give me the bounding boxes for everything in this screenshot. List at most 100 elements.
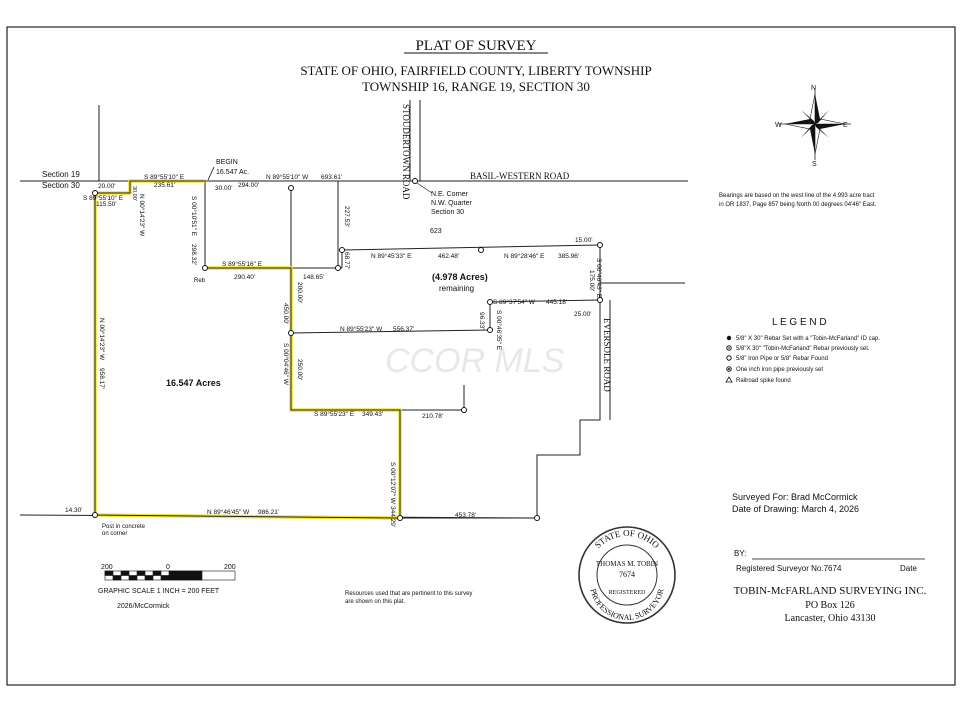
compass-s: S: [812, 161, 817, 168]
bearing-b17: 68.77': [343, 252, 350, 270]
legend-item-5: Railroad spike found: [736, 378, 791, 384]
bearing-note-2: in OR 1837, Page 857 being North 00 degr…: [719, 202, 877, 208]
bearing-b6: N 00°14'23" W: [138, 194, 146, 237]
bearing-b9: N 89°55'10" W: [266, 173, 309, 181]
legend-item-3: 5/8" Iron Pipe or 5/8" Rebar Found: [736, 356, 828, 362]
ne-corner-label-1: N.E. Corner: [431, 191, 469, 198]
bearing-b46: 453.78': [455, 512, 476, 519]
bearing-b20: N 89°28'46" E: [504, 252, 545, 260]
begin-arrow: [207, 166, 215, 181]
bearing-b3: 20.00': [98, 183, 116, 190]
bearing-b26: 445.18': [546, 299, 567, 306]
bearing-b12: S 00°10'51" E: [190, 196, 198, 237]
seal-name: THOMAS M. TOBIN: [596, 560, 658, 568]
mls-watermark: CCOR MLS: [385, 342, 565, 380]
bearing-b42: 344.29': [389, 506, 396, 527]
post-label-1: Post in concrete: [102, 524, 146, 530]
bearing-b41: S 00°12'07" W: [389, 462, 397, 505]
bearing-b11: 227.53': [343, 206, 350, 227]
monuments: [92, 178, 603, 521]
seal-number: 7674: [619, 570, 635, 579]
bearing-b18: N 89°45'33" E: [371, 252, 412, 260]
bearing-b35: 250.00': [296, 359, 303, 380]
road-lines: [19, 100, 688, 519]
surveyed-for: Surveyed For: Brad McCormick: [732, 492, 858, 502]
bearing-b28: 96.33': [478, 312, 485, 330]
plat-subtitle-2: TOWNSHIP 16, RANGE 19, SECTION 30: [362, 79, 590, 94]
plat-title: PLAT OF SURVEY: [415, 38, 536, 54]
bearing-b34: S 00°04'46" W: [282, 343, 290, 386]
legend-item-4: One inch iron pipe previously set: [736, 367, 823, 373]
bearing-b22: 15.00': [575, 237, 593, 244]
surveyor-seal: STATE OF OHIO PROFESSIONAL SURVEYOR THOM…: [578, 526, 676, 624]
signature-by: BY:: [734, 549, 746, 558]
signature-date: Date: [900, 564, 917, 573]
bearing-b25: S 89°37'54" W: [493, 298, 536, 306]
parcel-number-623: 623: [430, 228, 442, 235]
drawing-date: Date of Drawing: March 4, 2026: [732, 504, 859, 514]
scale-right: 200: [224, 564, 236, 571]
company-name: TOBIN-McFARLAND SURVEYING INC.: [734, 585, 927, 597]
compass-e: E: [843, 122, 848, 129]
compass-n: N: [811, 85, 816, 92]
company-city: Lancaster, Ohio 43130: [785, 613, 876, 624]
scale-left: 200: [101, 564, 113, 571]
bearing-b30: N 89°55'23" W: [340, 325, 383, 333]
compass-rose-icon: [779, 88, 851, 160]
registered-surveyor: Registered Surveyor No.7674: [736, 564, 842, 573]
ne-corner-leader: [416, 182, 433, 194]
bearing-b43: 14.30': [65, 507, 83, 514]
bearing-b7b: 30.00': [215, 185, 233, 192]
bearing-b10: 693.61': [321, 174, 342, 181]
seal-top-text: STATE OF OHIO: [593, 528, 662, 551]
scale-mid: 0: [166, 564, 170, 571]
bearing-b8: 294.00': [238, 182, 259, 189]
bearing-b27: 25.00': [574, 311, 592, 318]
ne-corner-label-2: N.W. Quarter: [431, 200, 473, 207]
bearing-b44: N 89°46'45" W: [207, 508, 250, 516]
remaining-word-label: remaining: [439, 284, 474, 293]
bearing-note-1: Bearings are based on the west line of t…: [719, 193, 875, 199]
bearing-b45: 986.21': [258, 509, 279, 516]
bearing-b5: 115.50': [96, 201, 117, 208]
legend-item-1: 5/8" X 30" Rebar Set with a "Tobin-McFar…: [736, 336, 880, 342]
road-eversole: EVERSOLE ROAD: [602, 318, 612, 392]
bearing-b4: S 89°55'10" E: [83, 194, 124, 202]
company-po: PO Box 126: [805, 600, 854, 611]
graphic-scale: [104, 570, 236, 581]
bearing-b39: N 00°14'23" W: [98, 318, 106, 361]
bearing-b14: S 89°55'16" E: [222, 260, 263, 268]
road-stoudertown: STOUDERTOWN ROAD: [401, 104, 411, 200]
bearing-b36: S 89°55'23" E: [314, 410, 355, 418]
bearing-b23: S 00°46'43" E: [595, 258, 603, 299]
bearing-b2: 235.61': [154, 182, 175, 189]
bearing-labels: S 89°55'10" E 235.61' 20.00' S 89°55'10"…: [65, 173, 603, 527]
remaining-acres-label: (4.978 Acres): [432, 272, 488, 282]
legend-symbols: [725, 335, 733, 383]
begin-label: BEGIN: [216, 159, 238, 166]
road-basil-western: BASIL-WESTERN ROAD: [470, 171, 570, 181]
sheet-border: [6, 26, 956, 686]
compass-w: W: [775, 122, 782, 129]
rebar-label: Reb: [194, 278, 206, 284]
seal-registered: REGISTERED: [609, 590, 646, 596]
bearing-b31: 556.37': [393, 326, 414, 333]
post-label-2: on corner: [102, 531, 127, 537]
section-30-label: Section 30: [42, 181, 80, 190]
file-label: 2026/McCormick: [117, 603, 170, 610]
section-19-label: Section 19: [42, 170, 80, 179]
bearing-b33: 450.00': [282, 303, 289, 324]
bearing-b38: 210.78': [422, 413, 443, 420]
bearing-b21: 385.96': [558, 253, 579, 260]
begin-acres-label: 16.547 Ac.: [216, 169, 249, 176]
bearing-b1: S 89°55'10" E: [144, 173, 185, 181]
bearing-b19: 462.48': [438, 253, 459, 260]
legend-title: L E G E N D: [772, 317, 827, 328]
bearing-b29: S 00°46'35" E: [495, 310, 503, 351]
bearing-b16: 148.65': [303, 274, 324, 281]
bearing-b24: 175.00': [588, 270, 595, 291]
main-acres-label: 16.547 Acres: [166, 378, 221, 388]
bearing-b13: 298.32': [190, 244, 197, 265]
bearing-b32: 200.00': [296, 282, 303, 303]
